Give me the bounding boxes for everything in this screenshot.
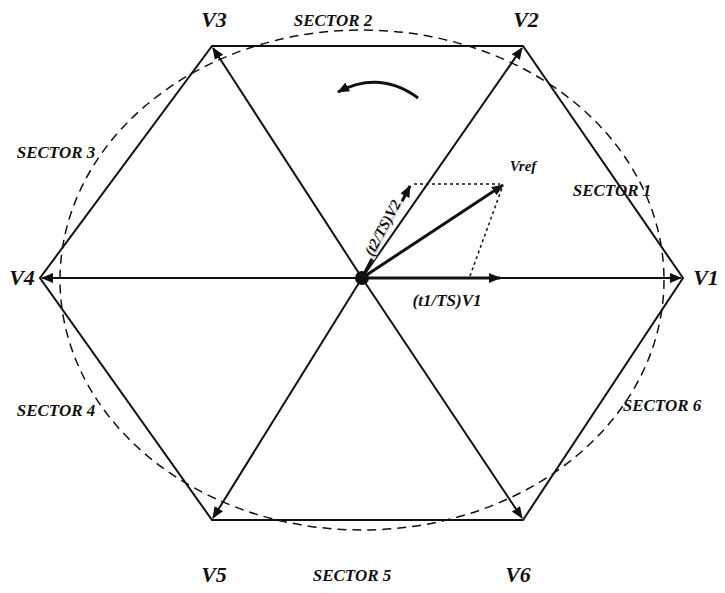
- hexagon-outline: [40, 46, 683, 520]
- vector-t2: [362, 186, 410, 278]
- vector-label: V2: [511, 9, 541, 31]
- vector-label: V1: [691, 267, 721, 289]
- sector-label: SECTOR 3: [17, 144, 96, 161]
- vector-v5: [213, 278, 362, 518]
- vector-label: V6: [503, 564, 533, 586]
- circle-locus: [60, 30, 664, 530]
- dotted-projection: [470, 188, 502, 276]
- vector-label: Vref: [508, 159, 539, 174]
- vector-v1: [362, 277, 681, 279]
- origin-dot: [355, 271, 369, 285]
- rotation-arrow: [338, 82, 418, 98]
- vector-label: V5: [199, 564, 229, 586]
- sector-label: SECTOR 6: [623, 397, 702, 414]
- vector-label: V3: [199, 9, 229, 31]
- sector-label: SECTOR 5: [313, 567, 392, 584]
- sector-label: SECTOR 1: [573, 182, 652, 199]
- vector-vref: [362, 185, 503, 278]
- vector-v4: [42, 277, 362, 279]
- dotted-projection: [414, 183, 500, 185]
- vector-label: V4: [7, 267, 37, 289]
- vector-t1: [362, 277, 500, 280]
- sector-label: SECTOR 4: [17, 402, 96, 419]
- vector-v6: [362, 278, 522, 518]
- sector-label: SECTOR 2: [294, 12, 373, 29]
- vector-v3: [213, 48, 362, 278]
- component-label: (t2/TS)V2: [361, 196, 405, 260]
- component-label: (t1/TS)V1: [411, 292, 484, 309]
